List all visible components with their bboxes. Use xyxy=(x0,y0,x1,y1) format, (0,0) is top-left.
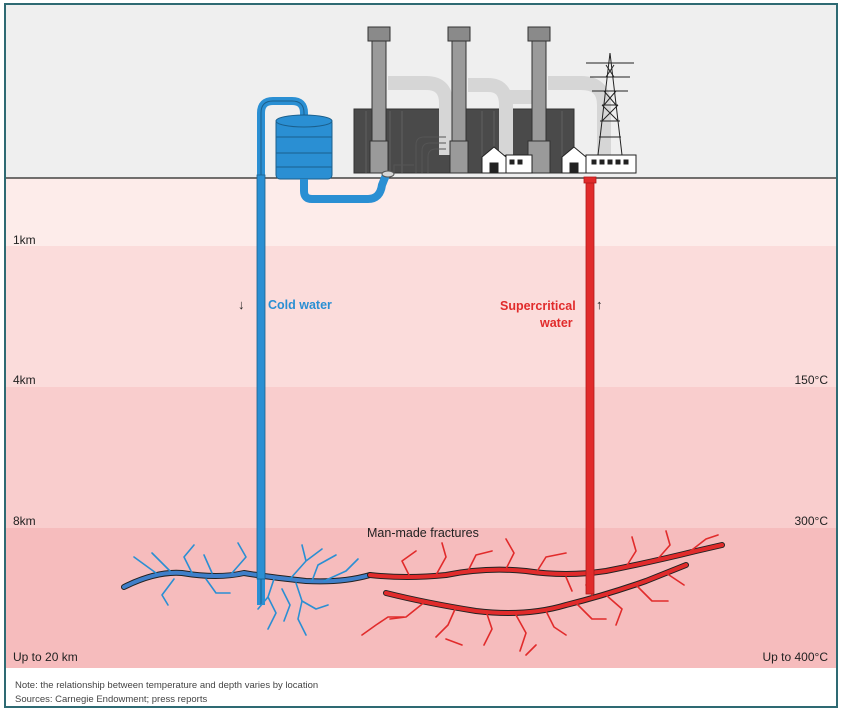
footer-note: Note: the relationship between temperatu… xyxy=(15,680,319,691)
cold-pipe-top-edge xyxy=(260,100,305,605)
temp-label-300: 300°C xyxy=(794,514,829,528)
fracture-hot-main xyxy=(368,543,724,579)
temp-label-400: Up to 400°C xyxy=(762,650,828,664)
depth-label-1km: 1km xyxy=(13,233,36,247)
layer-1-4km xyxy=(6,246,836,387)
temp-label-150: 150°C xyxy=(794,373,829,387)
power-plant xyxy=(353,26,637,174)
fracture-cold-branch xyxy=(133,542,247,574)
fractures-cold xyxy=(121,542,373,636)
fractures-hot xyxy=(361,530,725,656)
chimney-1 xyxy=(371,40,387,142)
power-pylon xyxy=(586,52,634,156)
cold-water-label: Cold water xyxy=(268,298,332,312)
figure-frame: 1km 4km 8km Up to 20 km 150°C 300°C Up t… xyxy=(4,3,838,708)
footer-sources: Sources: Carnegie Endowment; press repor… xyxy=(15,694,208,705)
fracture-cold-main xyxy=(122,570,372,589)
chimney-2-cap xyxy=(447,26,471,42)
layer-4-8km xyxy=(6,387,836,528)
hot-water-system xyxy=(583,176,597,595)
chimney-2 xyxy=(451,40,467,142)
fracture-hot-lower xyxy=(384,563,688,615)
supercritical-label-line2: water xyxy=(540,316,573,330)
depth-label-4km: 4km xyxy=(13,373,36,387)
water-tank xyxy=(275,118,333,180)
supercritical-label-line1: Supercritical xyxy=(500,299,576,313)
house-1 xyxy=(481,146,533,174)
chimney-3-cap xyxy=(527,26,551,42)
depth-label-8km: 8km xyxy=(13,514,36,528)
cold-pipe-feed xyxy=(300,173,390,203)
chimney-3 xyxy=(531,40,547,142)
fractures-label: Man-made fractures xyxy=(367,526,479,540)
arrow-down-icon: ↓ xyxy=(238,297,245,312)
cold-pipe-down xyxy=(256,174,266,580)
geothermal-diagram xyxy=(6,5,836,706)
arrow-up-icon: ↑ xyxy=(596,297,603,312)
chimney-1-cap xyxy=(367,26,391,42)
house-2 xyxy=(561,146,637,174)
hot-pipe xyxy=(585,177,595,595)
depth-label-20km: Up to 20 km xyxy=(13,650,78,664)
footer-background xyxy=(6,668,836,706)
layer-0-1km xyxy=(6,178,836,246)
cold-water-system xyxy=(257,97,395,605)
